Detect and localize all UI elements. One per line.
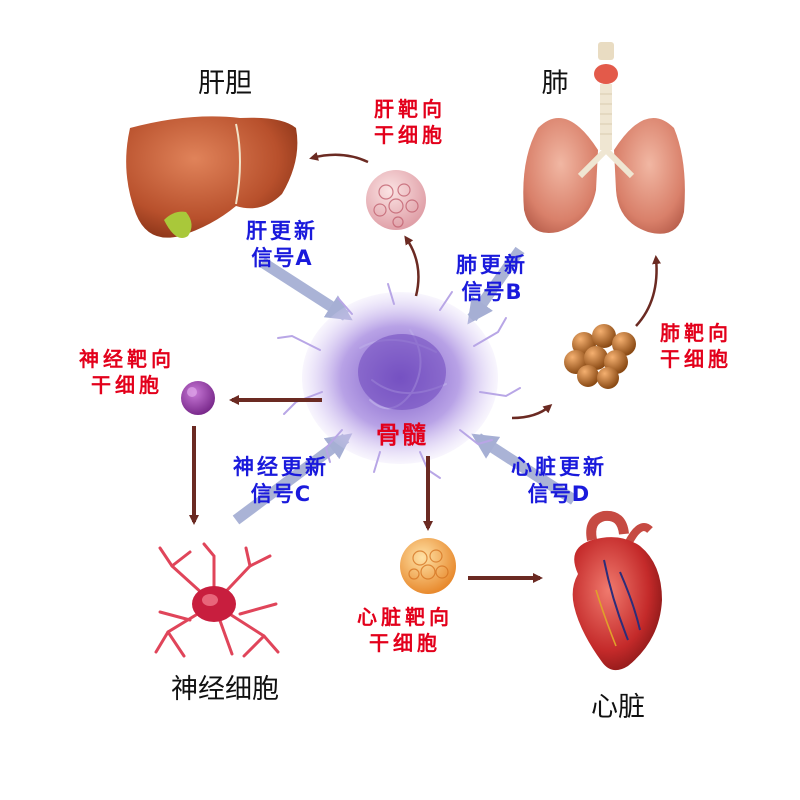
signal-label-b-line1: 肺更新 — [456, 253, 528, 277]
signal-label-b-line2: 信号B — [461, 280, 523, 305]
signal-label-a-line2: 信号A — [251, 246, 313, 271]
organ-label-lung: 肺 — [541, 68, 569, 99]
signal-label-d: 心脏更新 信号D — [484, 454, 634, 509]
signal-label-a: 肝更新 信号A — [222, 218, 342, 273]
stem-label-neural: 神经靶向 干细胞 — [52, 346, 202, 398]
flow-arrows — [189, 152, 662, 583]
arrow-bm-to-liver-stem — [404, 235, 420, 297]
neuron-illustration — [154, 542, 280, 658]
lung-stem-cell-cluster — [564, 324, 636, 389]
liver-illustration — [126, 116, 298, 238]
stem-label-liver-line1: 肝靶向 — [374, 97, 446, 121]
stem-label-heart: 心脏靶向 干细胞 — [330, 604, 480, 656]
signal-label-d-line1: 心脏更新 — [511, 455, 607, 479]
arrow-bm-to-lung-stem — [511, 404, 553, 420]
stem-label-liver: 肝靶向 干细胞 — [350, 96, 470, 148]
stem-label-heart-line1: 心脏靶向 — [357, 605, 453, 629]
heart-illustration — [572, 510, 662, 671]
stem-label-neural-line1: 神经靶向 — [79, 347, 175, 371]
stem-label-lung-line1: 肺靶向 — [660, 321, 732, 345]
arrow-lung-stem-to-lung — [635, 255, 662, 327]
organ-label-neuron: 神经细胞 — [171, 674, 279, 705]
liver-stem-cell — [366, 170, 426, 230]
stem-label-lung-line2: 干细胞 — [660, 347, 732, 371]
stem-label-neural-line2: 干细胞 — [91, 373, 163, 397]
bone-marrow-label: 骨髓 — [376, 421, 428, 449]
stem-label-heart-line2: 干细胞 — [369, 631, 441, 655]
signal-label-b: 肺更新 信号B — [432, 252, 552, 307]
stem-label-liver-line2: 干细胞 — [374, 123, 446, 147]
stem-label-lung: 肺靶向 干细胞 — [636, 320, 756, 372]
heart-stem-cell — [400, 538, 456, 594]
organ-label-heart: 心脏 — [591, 692, 645, 723]
neural-stem-cell — [181, 381, 215, 415]
signal-label-c-line1: 神经更新 — [233, 455, 329, 479]
arrow-liver-stem-to-liver — [309, 152, 369, 164]
bone-marrow-cell — [277, 283, 521, 479]
signal-arrow-b — [467, 246, 525, 325]
lung-illustration — [523, 42, 685, 234]
signal-label-d-line2: 信号D — [527, 482, 591, 507]
signal-arrow-a — [259, 257, 353, 321]
signal-arrows — [232, 246, 577, 525]
signal-label-a-line1: 肝更新 — [246, 219, 318, 243]
signal-arrow-d — [471, 433, 577, 505]
signal-label-c: 神经更新 信号C — [206, 454, 356, 509]
signal-label-c-line2: 信号C — [250, 482, 312, 507]
organ-label-liver: 肝胆 — [198, 68, 252, 99]
